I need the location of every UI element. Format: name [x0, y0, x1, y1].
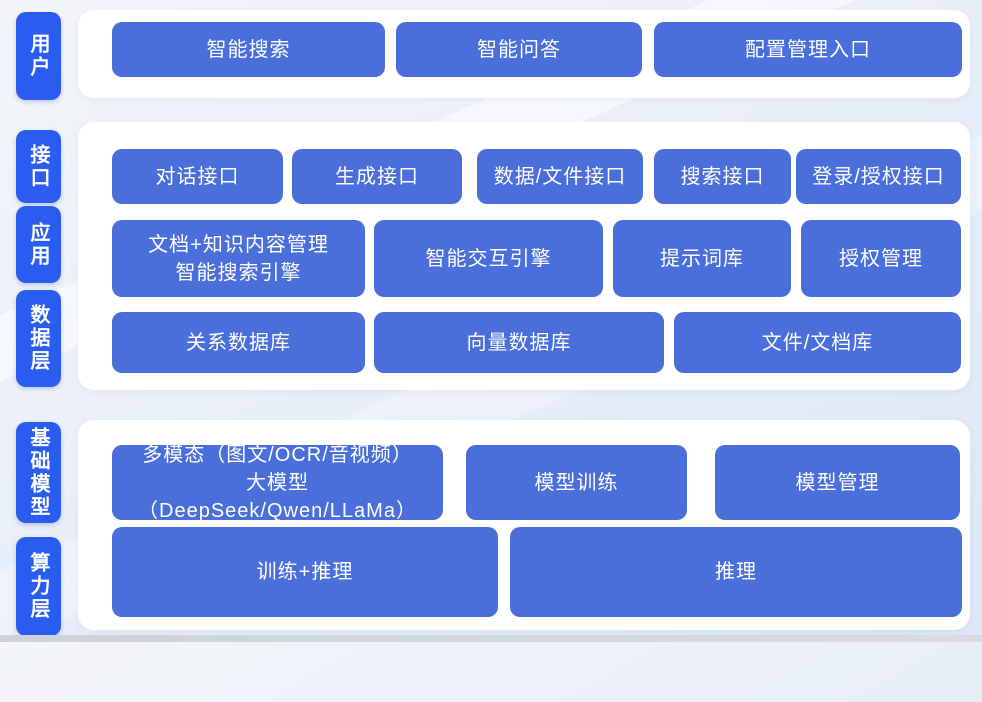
block-auth-management: 授权管理: [801, 220, 961, 297]
layer-label-data-layer: 数据层: [16, 290, 61, 387]
block-model-training: 模型训练: [466, 445, 687, 520]
block-relational-db: 关系数据库: [112, 312, 365, 373]
block-config-management-entry: 配置管理入口: [654, 22, 962, 77]
block-generation-api: 生成接口: [292, 149, 462, 204]
layer-label-compute-layer: 算力层: [16, 537, 61, 636]
block-model-management: 模型管理: [715, 445, 960, 520]
bottom-edge-strip: [0, 635, 982, 642]
block-inference: 推理: [510, 527, 962, 617]
block-vector-db: 向量数据库: [374, 312, 664, 373]
block-search-api: 搜索接口: [654, 149, 791, 204]
block-data-file-api: 数据/文件接口: [477, 149, 643, 204]
block-login-auth-api: 登录/授权接口: [796, 149, 961, 204]
block-multimodal-llm: 多模态（图文/OCR/音视频） 大模型（DeepSeek/Qwen/LLaMa）: [112, 444, 443, 522]
layer-label-user: 用户: [16, 12, 61, 100]
block-training-plus-inference: 训练+推理: [112, 527, 498, 617]
layer-label-interface: 接口: [16, 130, 61, 203]
block-smart-interaction-engine: 智能交互引擎: [374, 220, 603, 297]
layer-label-application: 应用: [16, 206, 61, 283]
block-doc-knowledge-search-engine: 文档+知识内容管理 智能搜索引擎: [112, 220, 365, 297]
block-prompt-library: 提示词库: [613, 220, 791, 297]
block-smart-search: 智能搜索: [112, 22, 385, 77]
layer-label-foundation-model: 基础模型: [16, 422, 61, 523]
block-file-doc-store: 文件/文档库: [674, 312, 961, 373]
block-smart-qa: 智能问答: [396, 22, 642, 77]
block-dialog-api: 对话接口: [112, 149, 283, 204]
